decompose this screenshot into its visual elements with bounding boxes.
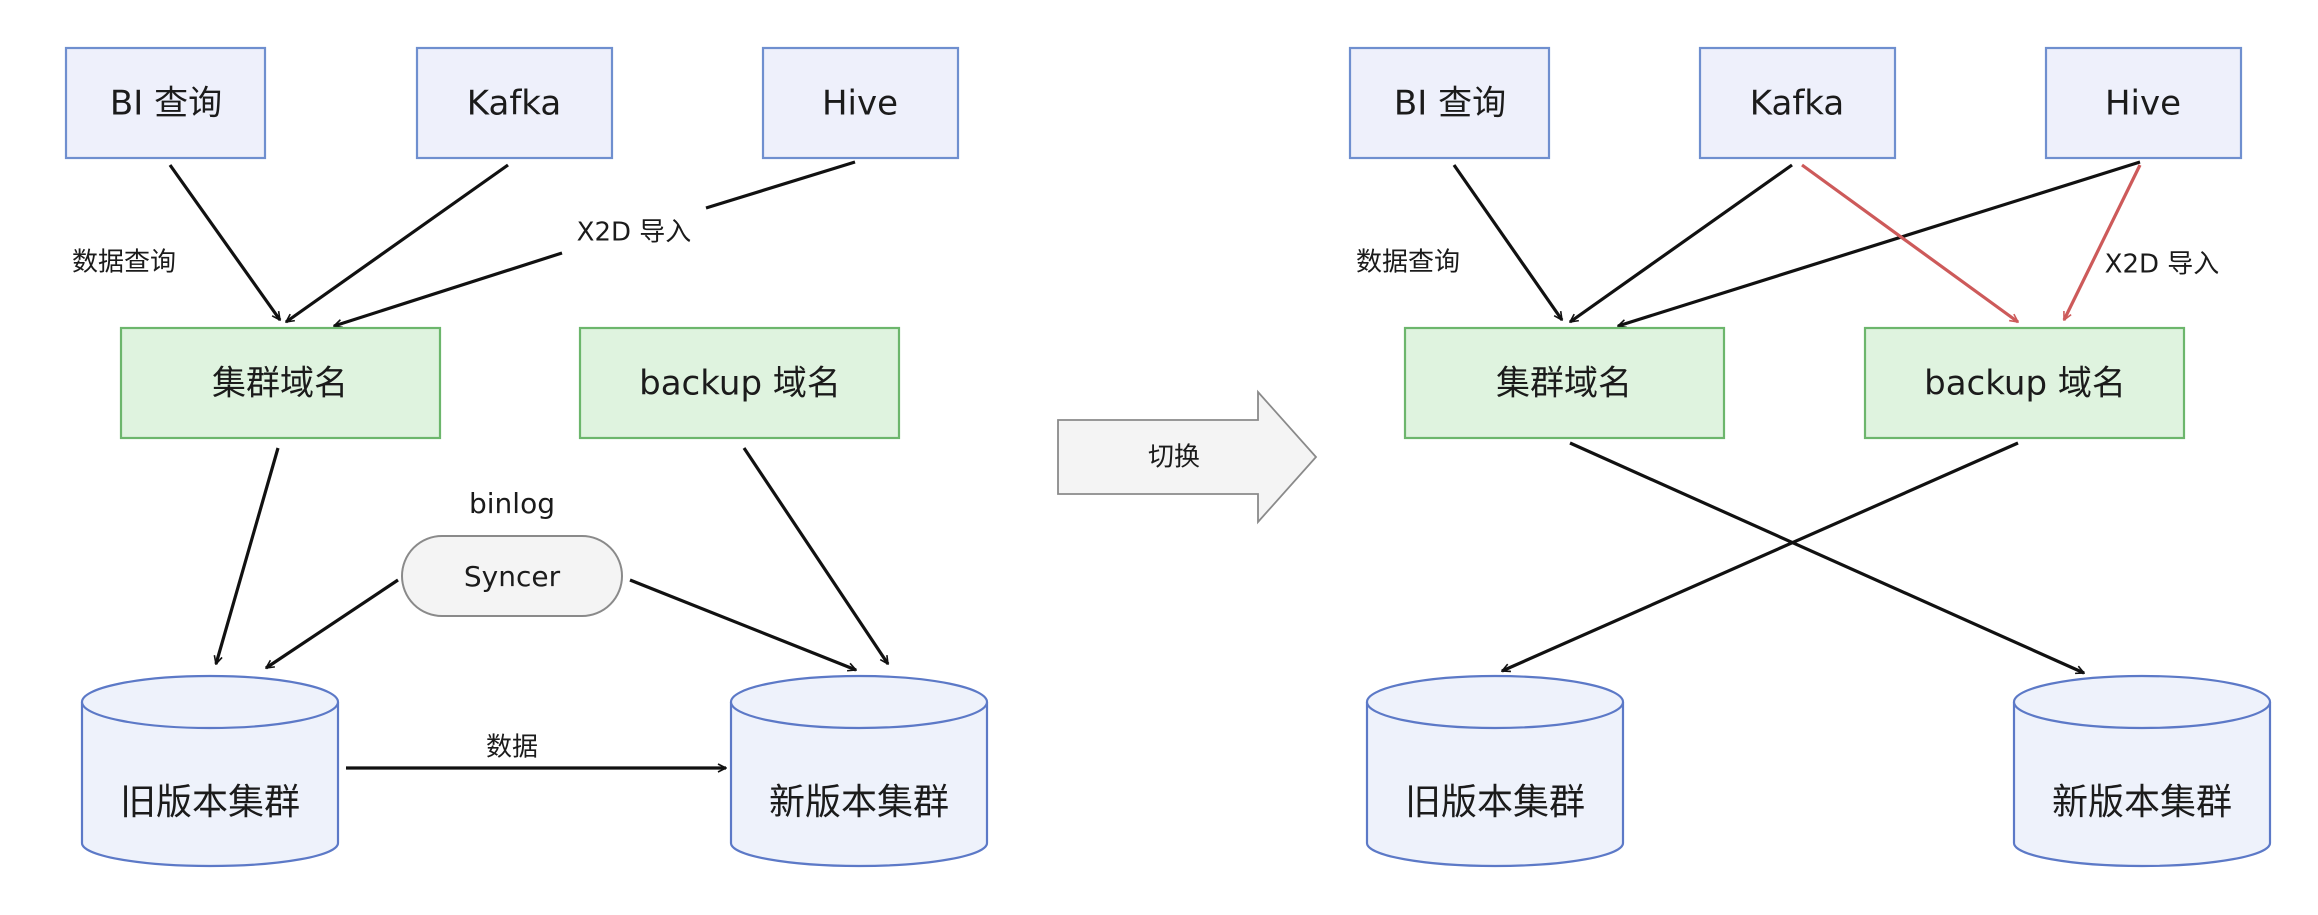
source-label: Hive bbox=[2105, 84, 2181, 124]
source-label: BI 查询 bbox=[1394, 84, 1506, 124]
after-db-old: 旧版本集群 bbox=[1365, 674, 1625, 868]
edge-kafka-to-cluster-domain bbox=[286, 163, 509, 324]
source-label: Kafka bbox=[467, 84, 561, 124]
before-source-hive: Hive bbox=[761, 46, 960, 160]
switch-label: 切换 bbox=[1148, 443, 1200, 473]
edge-hive-to-cluster-domain bbox=[705, 160, 856, 210]
edge-kafka-to-cluster-domain bbox=[1570, 163, 1793, 324]
edge-bi-to-cluster-domain bbox=[1452, 164, 1564, 320]
domain-label: 集群域名 bbox=[212, 364, 348, 404]
edge-backup-domain-to-new-cluster bbox=[742, 447, 890, 664]
before-domain-backup: backup 域名 bbox=[578, 326, 901, 440]
before-db-old: 旧版本集群 bbox=[80, 674, 340, 868]
import-edge-label: X2D 导入 bbox=[577, 218, 692, 248]
edge-kafka-to-backup-domain bbox=[1801, 163, 2018, 324]
after-diagram: BI 查询 Kafka Hive 集群域名 backup 域名 旧版本集群 bbox=[1348, 46, 2272, 868]
edge-cluster-domain-to-old-cluster bbox=[216, 447, 280, 664]
after-domain-backup: backup 域名 bbox=[1863, 326, 2186, 440]
query-edge-label: 数据查询 bbox=[72, 248, 176, 278]
before-source-kafka: Kafka bbox=[415, 46, 614, 160]
before-db-new: 新版本集群 bbox=[729, 674, 989, 868]
before-domain-cluster: 集群域名 bbox=[119, 326, 442, 440]
edge-syncer-to-old-cluster bbox=[266, 578, 399, 670]
after-source-bi: BI 查询 bbox=[1348, 46, 1551, 160]
after-edges bbox=[1452, 160, 2142, 675]
edge-bi-to-cluster-domain bbox=[168, 164, 282, 320]
edge-cluster-domain-to-new-cluster bbox=[1569, 441, 2084, 675]
after-source-hive: Hive bbox=[2044, 46, 2243, 160]
query-edge-label: 数据查询 bbox=[1356, 248, 1460, 278]
binlog-label: binlog bbox=[469, 487, 555, 520]
edge-hive-to-backup-domain bbox=[2062, 164, 2142, 320]
edge-backup-domain-to-old-cluster bbox=[1502, 441, 2019, 673]
data-edge-label: 数据 bbox=[486, 733, 538, 763]
domain-label: backup 域名 bbox=[1924, 364, 2126, 404]
database-label: 新版本集群 bbox=[2052, 782, 2232, 823]
import-edge-label: X2D 导入 bbox=[2105, 250, 2220, 280]
source-label: BI 查询 bbox=[110, 84, 222, 124]
source-label: Hive bbox=[822, 84, 898, 124]
edge-hive-to-cluster-domain bbox=[1618, 160, 2141, 326]
edge-syncer-to-new-cluster bbox=[629, 578, 856, 670]
switch-arrow: 切换 bbox=[1057, 389, 1318, 525]
after-domain-cluster: 集群域名 bbox=[1403, 326, 1726, 440]
domain-label: 集群域名 bbox=[1496, 364, 1632, 404]
after-source-kafka: Kafka bbox=[1698, 46, 1897, 160]
before-source-bi: BI 查询 bbox=[64, 46, 267, 160]
database-label: 新版本集群 bbox=[769, 782, 949, 823]
after-db-new: 新版本集群 bbox=[2012, 674, 2272, 868]
database-label: 旧版本集群 bbox=[120, 782, 300, 823]
switch-arrow-shape bbox=[1057, 389, 1318, 525]
before-diagram: BI 查询 Kafka Hive 集群域名 backup 域名 Syncer bbox=[64, 46, 989, 868]
source-label: Kafka bbox=[1750, 84, 1844, 124]
before-syncer: Syncer bbox=[401, 535, 623, 617]
database-label: 旧版本集群 bbox=[1405, 782, 1585, 823]
edge-hive-to-cluster-domain-tail bbox=[334, 251, 563, 326]
syncer-label: Syncer bbox=[464, 560, 561, 593]
before-edges bbox=[168, 160, 890, 768]
domain-label: backup 域名 bbox=[639, 364, 841, 404]
